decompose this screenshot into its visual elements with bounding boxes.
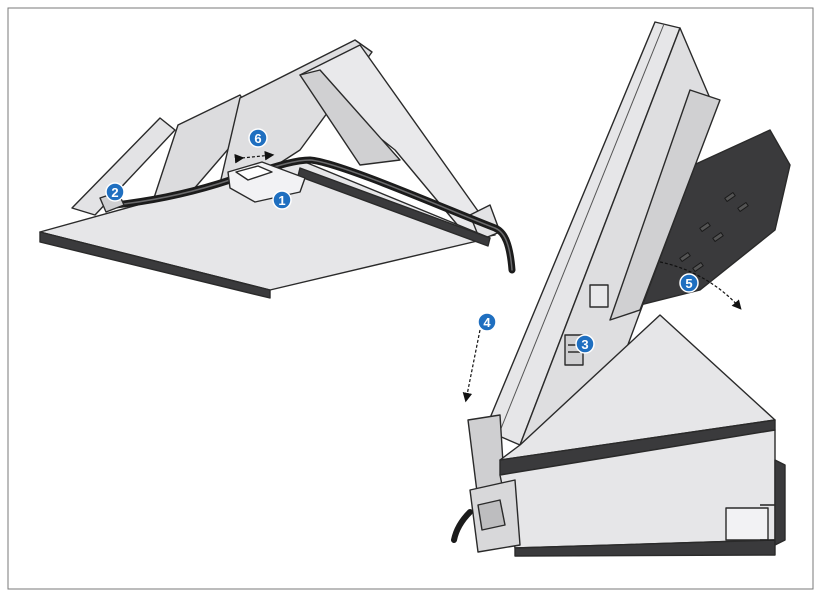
figure-border (7, 7, 814, 590)
callout-2-label: 2 (111, 185, 118, 200)
fin-left (71, 117, 176, 216)
base-edge-front (39, 231, 271, 299)
rear-edge (774, 459, 786, 546)
fin-right-inner (299, 69, 401, 166)
callout-4: 4 (477, 312, 497, 332)
callout-6-label: 6 (254, 131, 261, 146)
callout-5-label: 5 (685, 276, 692, 291)
callout-1: 1 (272, 190, 292, 210)
lower-arrow (462, 329, 481, 403)
stand-arrow (659, 261, 742, 310)
cable-highlight (114, 159, 513, 271)
hinge-clip-upper (589, 284, 609, 308)
callout-4-label: 4 (483, 315, 491, 330)
left-assembly (39, 39, 516, 299)
callout-3: 3 (575, 334, 595, 354)
base-edge-right (297, 167, 491, 247)
callout-3-label: 3 (581, 337, 588, 352)
slide-arrow (234, 150, 275, 164)
display-bezel-line (497, 23, 665, 437)
display-back-recess (609, 89, 721, 321)
stand-vents (679, 191, 749, 273)
right-assembly (451, 21, 791, 557)
callout-2: 2 (105, 182, 125, 202)
callout-1-label: 1 (278, 193, 285, 208)
front-cable (451, 509, 473, 543)
cable-clip-tab (235, 165, 273, 181)
foot-bracket (477, 499, 506, 531)
callout-6: 6 (248, 128, 268, 148)
side-label (725, 507, 769, 541)
callout-5: 5 (679, 273, 699, 293)
body-bottom-strip (514, 539, 776, 557)
